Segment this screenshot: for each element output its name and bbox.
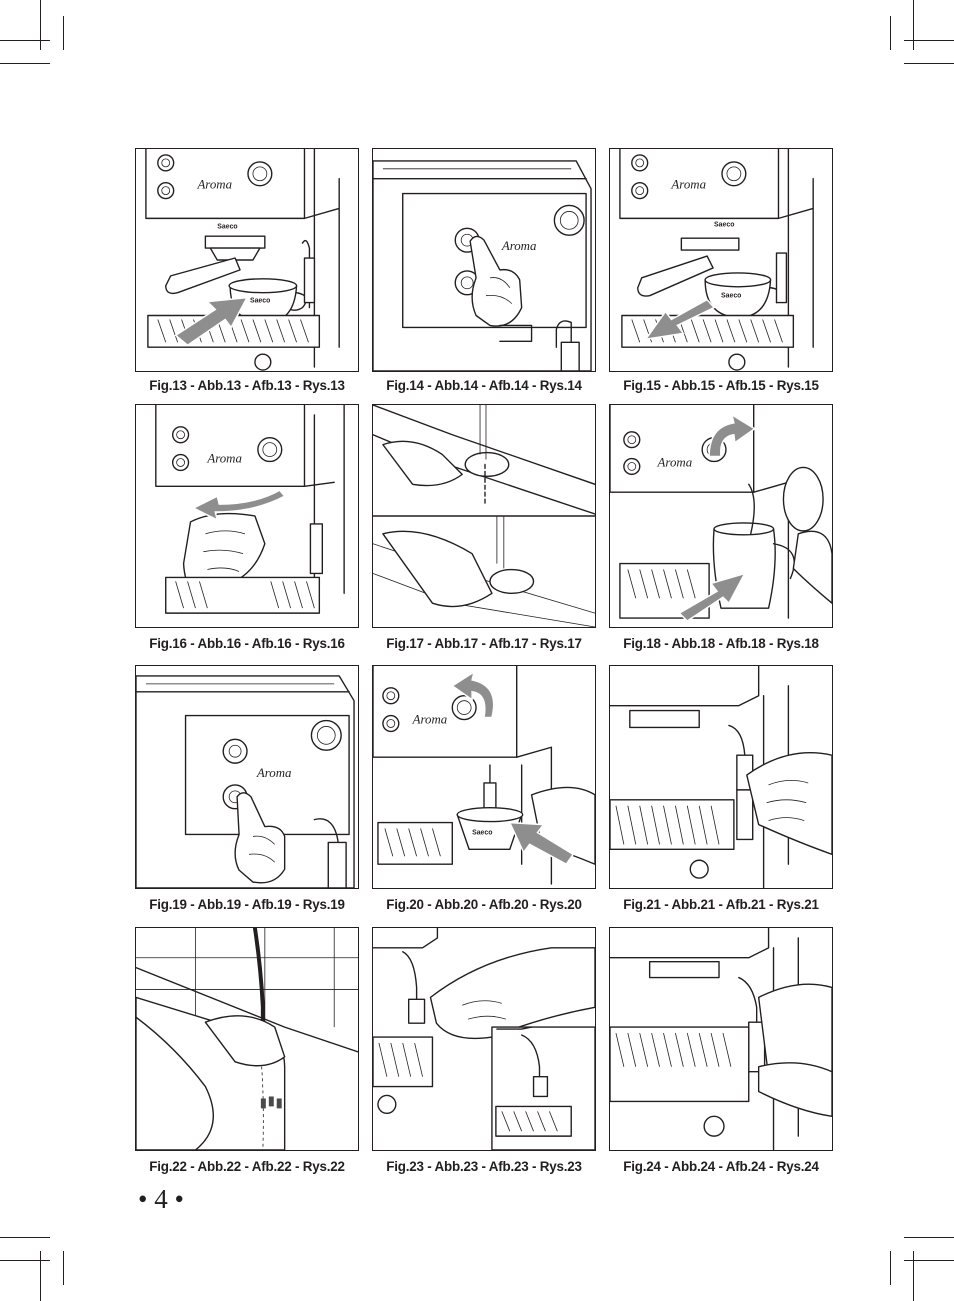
arrow-curved-up-icon xyxy=(708,413,757,458)
figure-19-panel: Aroma xyxy=(135,665,359,889)
arrow-straight-in-icon xyxy=(508,821,575,866)
crop-mark xyxy=(63,1251,64,1285)
aroma-script-logo: Aroma xyxy=(412,712,448,726)
svg-text:Saeco: Saeco xyxy=(250,298,270,305)
crop-mark xyxy=(904,1260,954,1261)
figure-24-caption: Fig.24 - Abb.24 - Afb.24 - Rys.24 xyxy=(623,1159,819,1174)
crop-mark xyxy=(904,40,954,41)
arrow-straight-out-icon xyxy=(644,298,716,341)
crop-mark xyxy=(913,0,914,50)
figure-20-illustration: Aroma Saeco xyxy=(373,666,595,885)
figure-19-illustration: Aroma xyxy=(136,675,355,888)
crop-mark xyxy=(0,63,50,64)
arrow-straight-in-icon xyxy=(678,572,747,623)
figure-22-caption: Fig.22 - Abb.22 - Afb.22 - Rys.22 xyxy=(149,1159,345,1174)
figure-21-panel xyxy=(609,665,833,889)
figure-14-caption: Fig.14 - Abb.14 - Afb.14 - Rys.14 xyxy=(386,378,582,393)
figure-13-caption: Fig.13 - Abb.13 - Afb.13 - Rys.13 xyxy=(149,378,345,393)
figure-21-illustration xyxy=(610,666,832,888)
crop-mark xyxy=(913,1251,914,1301)
svg-text:Saeco: Saeco xyxy=(472,829,492,836)
figure-23-caption: Fig.23 - Abb.23 - Afb.23 - Rys.23 xyxy=(386,1159,582,1174)
hand-icon xyxy=(204,1015,286,1067)
svg-text:Saeco: Saeco xyxy=(714,221,734,228)
figure-20-panel: Aroma Saeco xyxy=(372,665,596,889)
figure-13-panel: Aroma Saeco Saeco xyxy=(135,148,359,372)
crop-mark xyxy=(0,1260,50,1261)
figure-16-caption: Fig.16 - Abb.16 - Afb.16 - Rys.16 xyxy=(149,636,345,651)
hand-icon xyxy=(382,440,463,487)
figure-17-caption: Fig.17 - Abb.17 - Afb.17 - Rys.17 xyxy=(386,636,582,651)
arrow-curved-up-icon xyxy=(450,670,495,719)
crop-mark xyxy=(40,1251,41,1301)
arrow-straight-in-icon xyxy=(174,296,249,347)
crop-mark xyxy=(890,16,891,50)
figure-17-panel xyxy=(372,404,596,628)
hand-icon xyxy=(757,1062,832,1117)
figure-13-illustration: Aroma Saeco Saeco xyxy=(145,149,340,371)
hand-icon xyxy=(429,947,595,1040)
hand-icon xyxy=(746,752,832,855)
figure-24-panel xyxy=(609,927,833,1151)
figure-22-illustration xyxy=(136,928,358,1150)
crop-mark xyxy=(890,1251,891,1285)
aroma-script-logo: Aroma xyxy=(196,178,232,192)
aroma-script-logo: Aroma xyxy=(206,451,242,465)
hand-icon xyxy=(382,530,493,608)
figure-23-panel xyxy=(372,927,596,1151)
figure-20-caption: Fig.20 - Abb.20 - Afb.20 - Rys.20 xyxy=(386,897,582,912)
svg-text:Saeco: Saeco xyxy=(217,223,237,230)
figure-18-illustration: Aroma xyxy=(610,405,832,623)
figure-15-panel: Aroma Saeco Saeco xyxy=(609,148,833,372)
crop-mark xyxy=(904,63,954,64)
figure-22-panel xyxy=(135,927,359,1151)
figure-15-illustration: Aroma Saeco Saeco xyxy=(619,149,814,371)
aroma-script-logo: Aroma xyxy=(501,239,537,253)
crop-mark xyxy=(0,1237,50,1238)
figure-19-caption: Fig.19 - Abb.19 - Afb.19 - Rys.19 xyxy=(149,897,345,912)
svg-text:Saeco: Saeco xyxy=(721,293,741,300)
crop-mark xyxy=(0,40,50,41)
figure-16-illustration: Aroma xyxy=(155,405,345,614)
figure-23-illustration xyxy=(373,928,595,1150)
crop-mark xyxy=(904,1237,954,1238)
figure-21-caption: Fig.21 - Abb.21 - Afb.21 - Rys.21 xyxy=(623,897,819,912)
figure-24-illustration xyxy=(610,928,832,1150)
crop-mark xyxy=(40,0,41,50)
figure-17-illustration xyxy=(373,405,595,627)
aroma-script-logo: Aroma xyxy=(256,766,292,780)
hand-icon xyxy=(792,530,832,604)
figure-18-panel: Aroma xyxy=(609,404,833,628)
aroma-script-logo: Aroma xyxy=(657,455,693,469)
figure-16-panel: Aroma xyxy=(135,404,359,628)
figure-14-illustration: Aroma xyxy=(373,160,592,371)
figure-15-caption: Fig.15 - Abb.15 - Afb.15 - Rys.15 xyxy=(623,378,819,393)
arrow-curved-left-icon xyxy=(191,489,286,522)
figure-18-caption: Fig.18 - Abb.18 - Afb.18 - Rys.18 xyxy=(623,636,819,651)
pointing-hand-icon xyxy=(469,235,523,327)
crop-mark xyxy=(63,16,64,50)
figure-14-panel: Aroma xyxy=(372,148,596,372)
aroma-script-logo: Aroma xyxy=(670,178,706,192)
page-number: • 4 • xyxy=(138,1184,184,1214)
